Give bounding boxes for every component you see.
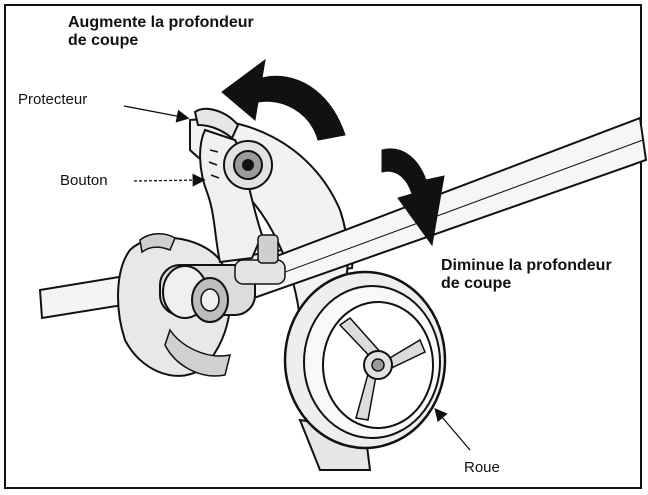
wheel	[285, 272, 445, 448]
increase-depth-label-line2: de coupe	[68, 32, 254, 50]
guard-label: Protecteur	[18, 91, 87, 108]
increase-depth-label: Augmente la profondeur de coupe	[68, 14, 254, 51]
decrease-depth-label: Diminue la profondeur de coupe	[441, 257, 612, 294]
knob-label: Bouton	[60, 172, 108, 189]
increase-depth-label-line1: Augmente la profondeur	[68, 14, 254, 32]
decrease-depth-label-line2: de coupe	[441, 275, 612, 293]
decrease-depth-label-line1: Diminue la profondeur	[441, 257, 612, 275]
wheel-label: Roue	[464, 459, 500, 476]
